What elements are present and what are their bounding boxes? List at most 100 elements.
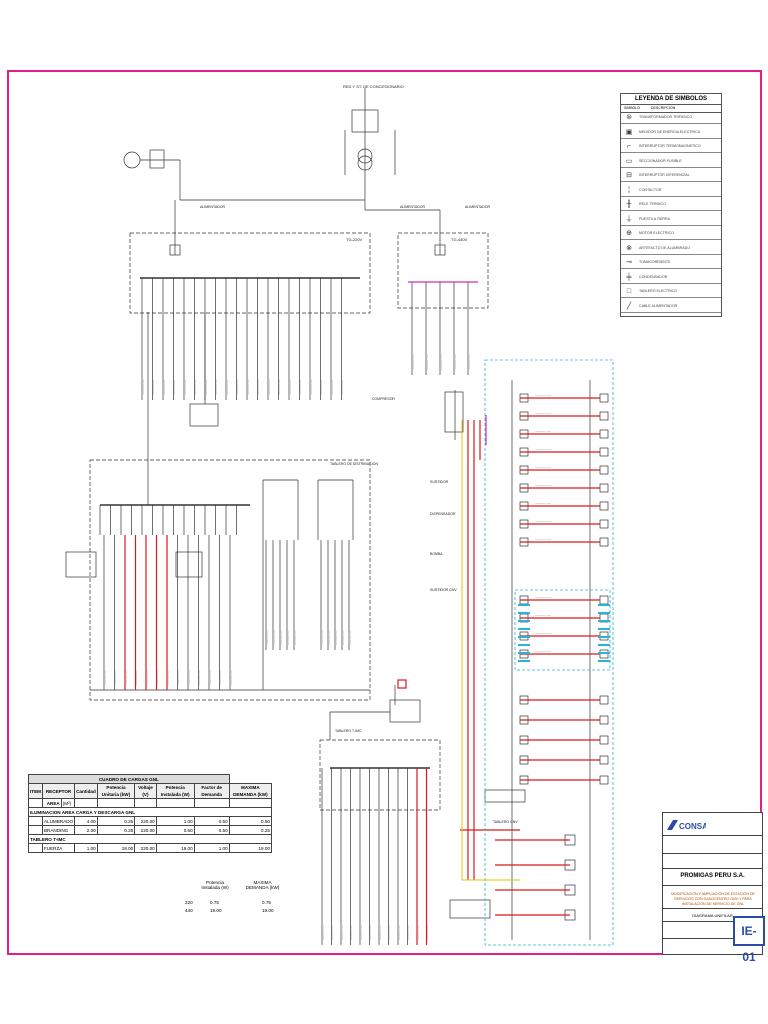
ground-icon: ⏚ (625, 215, 633, 223)
svg-text:───── ──: ───── ── (534, 537, 552, 541)
svg-text:───── ──: ───── ── (135, 670, 139, 686)
legend-row: ⊟INTERRUPTOR DIFERENCIAL (621, 170, 721, 182)
svg-text:───── ──: ───── ── (267, 378, 271, 396)
legend-description: CABLE ALIMENTADOR (639, 303, 678, 308)
svg-text:───── ──: ───── ── (219, 670, 223, 686)
svg-text:───── ──: ───── ── (411, 353, 415, 371)
symbol-legend: LEYENDA DE SIMBOLOS SIMBOLO DESCRIPCION … (620, 93, 722, 317)
cell-factor: 0.50 (193, 825, 230, 835)
cell-factor: 0.50 (193, 816, 230, 826)
svg-text:───── ──: ───── ── (359, 925, 363, 941)
legend-row: ╫RELE TERMICO (621, 199, 721, 211)
legend-description: TABLERO ELECTRICO (639, 289, 678, 293)
feeder-label-3: ALIMENTADOR (465, 205, 491, 209)
cell-voltaje: 220.00 (134, 843, 157, 853)
legend-description: TOMACORRIENTE (639, 260, 671, 264)
cell-maxima: 0.25 (228, 825, 273, 835)
board-icon: □ (626, 288, 632, 295)
col-potencia-unitaria: Potencia Unitaria (kW) (96, 783, 136, 799)
load-table: CUADRO DE CARGAS GNL ITEM RECEPTOR Canti… (28, 774, 273, 872)
project-description: MODIFICACIÓN Y AMPLIACIÓN DE ESTACIÓN DE… (671, 892, 755, 906)
svg-text:───── ──: ───── ── (279, 630, 283, 646)
svg-text:───── ──: ───── ── (320, 630, 324, 646)
svg-text:───── ──: ───── ── (162, 378, 166, 396)
table-row: ILUMINACION AREA CARGA Y DESCARGA GNL (28, 807, 272, 817)
cell-maxima: 19.00 (228, 843, 273, 853)
svg-text:───── ──: ───── ── (152, 378, 156, 396)
svg-text:───── ──: ───── ── (350, 925, 354, 941)
col-maxima: MAXIMA DEMANDA (kW) (228, 783, 273, 799)
svg-text:───── ──: ───── ── (103, 670, 107, 686)
legend-row: ╎ CONTACTOR (621, 185, 721, 197)
drawing-type: DIAGRAMA UNIFILAR (692, 913, 733, 918)
cell-empty (228, 798, 273, 808)
contactor-icon: ╎ (626, 186, 632, 194)
svg-text:───── ──: ───── ── (407, 925, 411, 941)
svg-text:───── ──: ───── ── (369, 925, 373, 941)
cell-potencia-instalada: 0.50 (155, 825, 195, 835)
svg-text:───── ──: ───── ── (278, 378, 282, 396)
svg-text:───── ──: ───── ── (272, 630, 276, 646)
sheet-code: IE-01 (733, 916, 765, 964)
board-tg-220-label: TG-220V (346, 237, 363, 242)
svg-text:───── ──: ───── ── (194, 378, 198, 396)
cell-empty (96, 798, 136, 808)
cell-maxima: 0.50 (228, 816, 273, 826)
svg-text:───── ──: ───── ── (177, 670, 181, 686)
side-label-surtidor: SURTIDOR (430, 480, 449, 484)
legend-row: ⊗ ARTEFACTO DE ALUMBRADO (621, 243, 721, 255)
legend-description: ARTEFACTO DE ALUMBRADO (639, 245, 690, 250)
cell-potencia-unitaria: 0.25 (96, 825, 136, 835)
legend-row: ⊜TRANSFORMADOR TRIFASICO (621, 112, 721, 124)
cell-voltaje: 220.00 (134, 825, 157, 835)
svg-text:───── ──: ───── ── (166, 670, 170, 686)
cell-cantidad: 4.00 (74, 816, 98, 826)
legend-description: RELE TERMICO (639, 202, 666, 206)
svg-text:───── ──: ───── ── (534, 483, 552, 487)
totals-header-installed: Potencia Instalada (W) (201, 880, 229, 890)
col-receptor: RECEPTOR (41, 783, 76, 799)
bottom-board-label: TABLERO T-IMC (335, 729, 362, 733)
cell-cantidad: 2.00 (74, 825, 98, 835)
legend-description: PUESTA A TIERRA (639, 216, 671, 221)
totals-voltage-1: 220 (185, 900, 193, 905)
svg-text:───── ──: ───── ── (340, 925, 344, 941)
svg-text:───── ──: ───── ── (208, 670, 212, 686)
legend-title: LEYENDA DE SIMBOLOS (621, 94, 721, 105)
legend-row: ⌐INTERRUPTOR TERMOMAGNETICO (621, 141, 721, 153)
col-potencia-instalada: Potencia Instalada (W) (155, 783, 195, 799)
svg-text:───── ──: ───── ── (236, 378, 240, 396)
table-row: AREA(M²) (28, 798, 273, 808)
totals-max-2: 19.00 (262, 908, 274, 913)
legend-description: CONTACTOR (639, 187, 662, 192)
cell-receptor: FUERZA (41, 843, 76, 853)
cell-empty (134, 798, 157, 808)
client-name: PROMIGAS PERU S.A. (680, 873, 745, 879)
lamp-icon: ⊗ (626, 244, 632, 252)
totals-header-max: MAXIMA DEMANDA (kW) (245, 880, 280, 890)
svg-text:───── ──: ───── ── (293, 630, 297, 646)
svg-text:───── ──: ───── ── (183, 378, 187, 396)
cell-empty (155, 798, 195, 808)
cell-potencia-unitaria: 19.00 (96, 843, 136, 853)
legend-row: ⊕MOTOR ELECTRICO (621, 228, 721, 240)
svg-text:───── ──: ───── ── (320, 378, 324, 396)
cell-empty (28, 798, 43, 808)
svg-text:───── ──: ───── ── (286, 630, 290, 646)
legend-description: INTERRUPTOR TERMOMAGNETICO (639, 144, 701, 148)
subboard-label: TABLERO DE DISTRIBUCION (330, 462, 378, 466)
legend-description: INTERRUPTOR DIFERENCIAL (639, 173, 690, 177)
motor-icon: ⊕ (626, 230, 632, 237)
cell-potencia-instalada: 1.00 (155, 816, 195, 826)
svg-text:───── ──: ───── ── (309, 378, 313, 396)
totals-max-1: 0.75 (262, 900, 271, 905)
source-label: RED Y ST. DE CONCESIONARIO (343, 84, 404, 89)
svg-text:───── ──: ───── ── (246, 378, 250, 396)
svg-text:───── ──: ───── ── (265, 630, 269, 646)
table-row: TABLERO T-IMC (28, 834, 272, 844)
svg-text:───── ──: ───── ── (225, 378, 229, 396)
svg-text:───── ──: ───── ── (334, 630, 338, 646)
svg-text:───── ──: ───── ── (173, 378, 177, 396)
